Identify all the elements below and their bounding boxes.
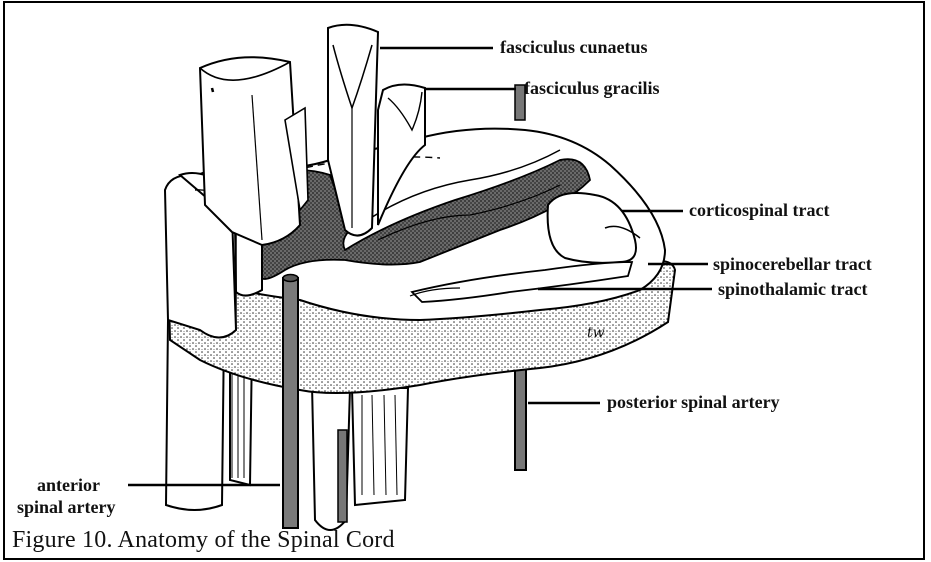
figure-caption: Figure 10. Anatomy of the Spinal Cord (12, 527, 395, 554)
label-corticospinal-tract: corticospinal tract (689, 200, 829, 220)
artist-initials: tw (587, 325, 605, 341)
label-anterior-spinal-artery-line1: anterior (37, 475, 100, 495)
label-fasciculus-gracilis: fasciculus gracilis (524, 78, 660, 98)
fasciculus-cunaetus-column (200, 57, 308, 245)
label-fasciculus-cunaetus: fasciculus cunaetus (500, 37, 648, 57)
label-spinocerebellar-tract: spinocerebellar tract (713, 254, 872, 274)
label-posterior-spinal-artery: posterior spinal artery (607, 392, 780, 412)
label-spinothalamic-tract: spinothalamic tract (718, 279, 867, 299)
anterior-spinal-artery (283, 278, 298, 528)
label-anterior-spinal-artery-line2: spinal artery (17, 497, 116, 517)
